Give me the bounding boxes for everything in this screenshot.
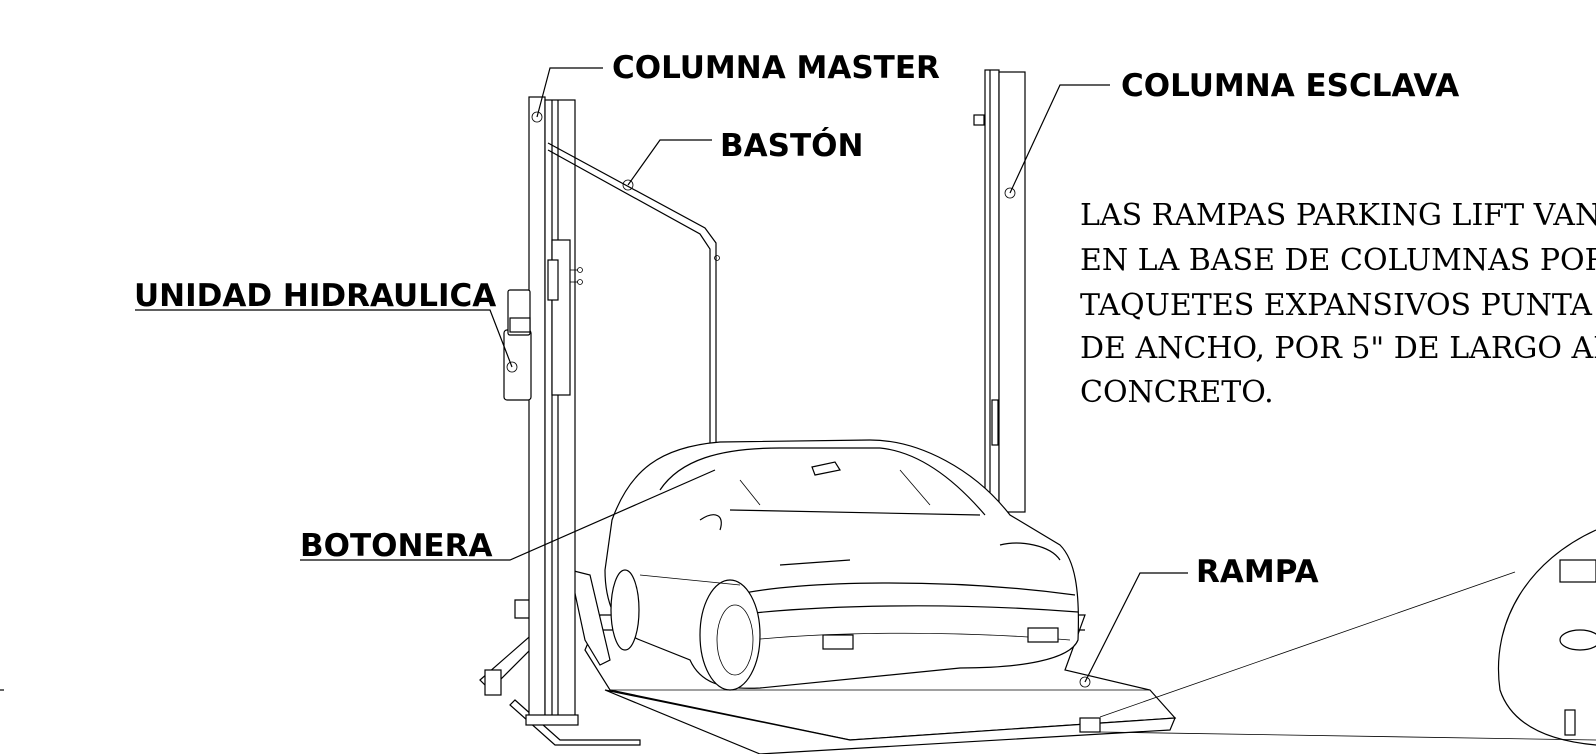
note-line-2: EN LA BASE DE COLUMNAS POR MEDIO DE	[1080, 243, 1596, 278]
columna-master-label: COLUMNA MASTER	[612, 50, 940, 86]
note-line-5: CONCRETO.	[1080, 375, 1274, 410]
rampa-label: RAMPA	[1196, 554, 1319, 590]
baston-label: BASTÓN	[720, 127, 863, 164]
note-line-4: DE ANCHO, POR 5" DE LARGO AL FIRME	[1080, 331, 1596, 366]
leader-lines	[0, 67, 1188, 691]
hydraulic-unit	[503, 289, 532, 401]
anchor-detail	[1099, 529, 1596, 746]
unidad-hidraulica-label: UNIDAD HIDRAULICA	[134, 278, 496, 314]
note-line-1: LAS RAMPAS PARKING LIFT VAN ANCLAD	[1080, 198, 1596, 233]
botonera-label: BOTONERA	[300, 528, 492, 564]
slave-column	[973, 69, 1026, 513]
note-line-3: TAQUETES EXPANSIVOS PUNTA ARPÓN D	[1080, 287, 1596, 323]
car	[604, 439, 1079, 691]
installation-note: LAS RAMPAS PARKING LIFT VAN ANCLAD EN LA…	[1080, 198, 1596, 410]
master-column	[525, 96, 583, 726]
columna-esclava-label: COLUMNA ESCLAVA	[1121, 68, 1459, 104]
control-arm	[547, 142, 720, 460]
wheel-stop	[569, 569, 611, 666]
